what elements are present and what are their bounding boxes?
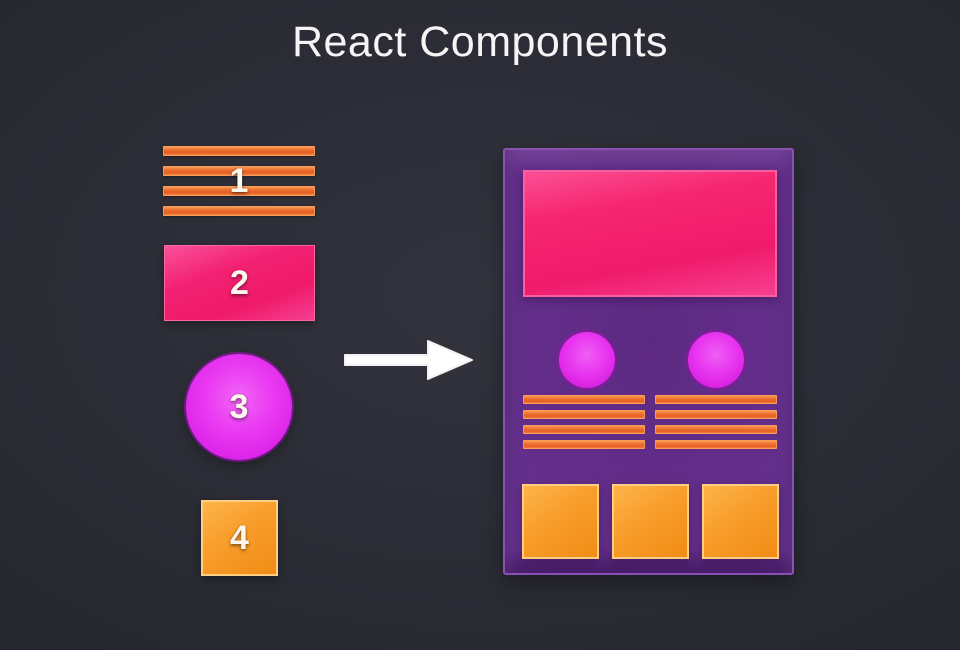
- orange-line: [655, 410, 777, 419]
- orange-line: [523, 395, 645, 404]
- page-title: React Components: [291, 18, 669, 66]
- composed-line-group-right: [655, 395, 777, 449]
- orange-line: [655, 425, 777, 434]
- orange-line: [655, 440, 777, 449]
- orange-line: [163, 166, 315, 176]
- component-4-number: 4: [230, 518, 249, 557]
- component-2-rectangle: 2: [164, 245, 315, 321]
- composed-header-rectangle: [523, 170, 777, 297]
- component-3-number: 3: [229, 387, 249, 426]
- orange-line: [655, 395, 777, 404]
- orange-square-small: [702, 484, 779, 559]
- orange-line: [163, 146, 315, 156]
- arrow-right-icon: [340, 330, 480, 390]
- composed-app-panel: [503, 148, 794, 575]
- composed-lines-row: [523, 395, 777, 449]
- component-1-lines: [163, 146, 315, 216]
- orange-line: [523, 440, 645, 449]
- orange-line: [523, 410, 645, 419]
- composed-circles-row: [559, 332, 744, 388]
- orange-line: [523, 425, 645, 434]
- orange-line: [163, 186, 315, 196]
- composed-line-group-left: [523, 395, 645, 449]
- orange-square-small: [522, 484, 599, 559]
- magenta-circle-small: [688, 332, 744, 388]
- component-3-circle: 3: [186, 354, 292, 460]
- magenta-circle-small: [559, 332, 615, 388]
- orange-square-small: [612, 484, 689, 559]
- composed-squares-row: [522, 484, 779, 559]
- component-4-square: 4: [201, 500, 278, 576]
- component-2-number: 2: [230, 263, 249, 302]
- orange-line: [163, 206, 315, 216]
